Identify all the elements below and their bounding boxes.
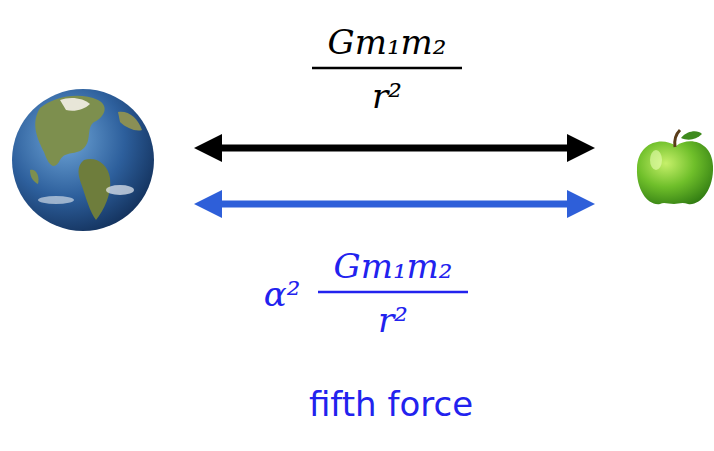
fifth-force-arrow — [194, 190, 595, 218]
formula-numerator: Gm₁m₂ — [334, 249, 453, 283]
formula-denominator: r² — [372, 79, 402, 113]
fraction-bar — [312, 67, 462, 70]
caption-text: fifth force — [309, 387, 473, 421]
coupling-factor: α² — [264, 277, 301, 311]
apple-picture — [637, 130, 713, 204]
earth-picture — [12, 89, 154, 231]
formula-numerator: Gm₁m₂ — [328, 25, 447, 59]
formula-denominator: r² — [378, 303, 408, 337]
gravity-arrow — [194, 134, 595, 162]
fraction-bar — [318, 291, 468, 294]
